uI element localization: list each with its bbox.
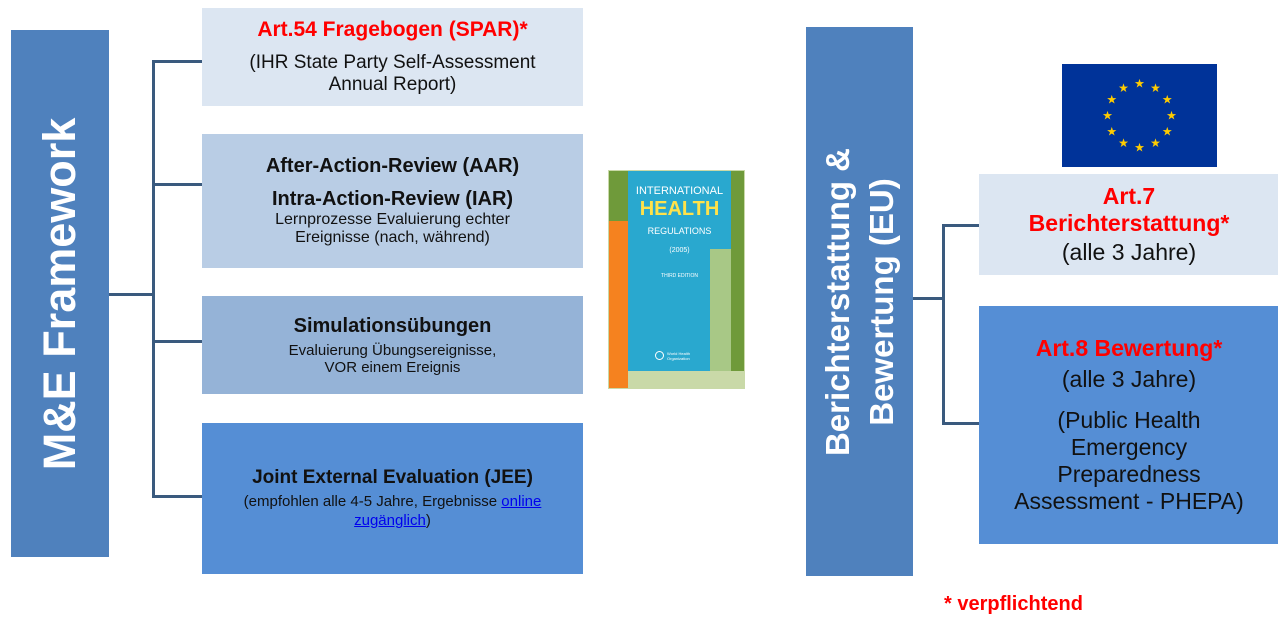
eu-star-icon: ★ [1118, 81, 1129, 95]
eu-star-icon: ★ [1134, 141, 1145, 155]
eu-star-icon: ★ [1106, 93, 1117, 107]
art8-line-3: Preparedness [1057, 461, 1201, 487]
eu-star-icon: ★ [1150, 136, 1161, 150]
mandatory-footnote: * verpflichtend [944, 593, 1083, 615]
spar-line-2: Annual Report) [328, 74, 457, 95]
art8-box: Art.8 Bewertung* (alle 3 Jahre) (Public … [979, 306, 1278, 544]
cover-publisher-line2: Organization [667, 356, 690, 361]
me-framework-bar: M&E Framework [11, 30, 109, 557]
eu-reporting-bar: Berichterstattung & Bewertung (EU) [806, 27, 913, 576]
eu-star-icon: ★ [1118, 136, 1129, 150]
eu-flag: ★★★★★★★★★★★★ [1062, 64, 1217, 167]
eu-reporting-title-line1: Berichterstattung & [818, 147, 856, 456]
simulation-line-1: Evaluierung Übungsereignisse, [288, 341, 497, 359]
simulation-title: Simulationsübungen [293, 314, 492, 337]
jee-description: (empfohlen alle 4-5 Jahre, Ergebnisse on… [244, 492, 542, 530]
simulation-box: Simulationsübungen Evaluierung Übungsere… [202, 296, 583, 394]
eu-star-icon: ★ [1162, 93, 1173, 107]
jee-zugaenglich-link[interactable]: zugänglich [354, 512, 426, 529]
eu-star-icon: ★ [1150, 81, 1161, 95]
spar-title: Art.54 Fragebogen (SPAR)* [257, 18, 528, 41]
art8-line-1: (Public Health [1057, 407, 1201, 433]
jee-box: Joint External Evaluation (JEE) (empfohl… [202, 423, 583, 574]
cover-light-green-panel [710, 249, 731, 371]
ihr-cover-image: INTERNATIONAL HEALTH REGULATIONS (2005) … [608, 170, 745, 389]
cover-title-line2: HEALTH [639, 198, 720, 220]
me-framework-title: M&E Framework [34, 117, 85, 470]
jee-title: Joint External Evaluation (JEE) [252, 467, 533, 488]
eu-star-icon: ★ [1106, 125, 1117, 139]
spar-box: Art.54 Fragebogen (SPAR)* (IHR State Par… [202, 8, 583, 106]
eu-star-icon: ★ [1166, 109, 1177, 123]
aar-line-2: Ereignisse (nach, während) [295, 229, 490, 246]
eu-star-icon: ★ [1162, 125, 1173, 139]
aar-iar-box: After-Action-Review (AAR) Intra-Action-R… [202, 134, 583, 268]
cover-publisher-line1: World Health [667, 351, 691, 356]
cover-title-line1: INTERNATIONAL [635, 185, 724, 197]
who-logo-icon [655, 351, 664, 360]
cover-title-line4: (2005) [669, 247, 690, 254]
jee-online-link[interactable]: online [501, 493, 542, 510]
art7-box: Art.7 Berichterstattung* (alle 3 Jahre) [979, 174, 1278, 275]
spar-line-1: (IHR State Party Self-Assessment [249, 52, 536, 73]
jee-text-after: ) [425, 512, 431, 529]
eu-reporting-title-line2: Bewertung (EU) [862, 177, 900, 426]
art8-line-2: Emergency [1070, 434, 1188, 460]
simulation-line-2: VOR einem Ereignis [324, 358, 461, 376]
jee-text-before: (empfohlen alle 4-5 Jahre, Ergebnisse [243, 493, 502, 510]
iar-title: Intra-Action-Review (IAR) [271, 188, 514, 210]
cover-title-line3: REGULATIONS [647, 226, 712, 236]
art7-title-line2: Berichterstattung* [1028, 210, 1230, 236]
art7-title-line1: Art.7 [1102, 183, 1156, 209]
cover-edition: THIRD EDITION [661, 273, 698, 279]
art8-subtitle: (alle 3 Jahre) [1061, 366, 1197, 392]
art7-subtitle: (alle 3 Jahre) [1061, 239, 1197, 265]
cover-bottom-strip [628, 371, 744, 388]
eu-reporting-title: Berichterstattung & Bewertung (EU) [816, 147, 904, 455]
aar-title: After-Action-Review (AAR) [265, 155, 520, 177]
aar-line-1: Lernprozesse Evaluierung echter [275, 211, 510, 228]
eu-star-icon: ★ [1134, 77, 1145, 91]
art8-title: Art.8 Bewertung* [1035, 335, 1223, 361]
art8-line-4: Assessment - PHEPA) [1014, 488, 1244, 514]
cover-stripe-right-dark [731, 171, 744, 388]
eu-star-icon: ★ [1102, 109, 1113, 123]
eu-stars-icon: ★★★★★★★★★★★★ [1102, 77, 1177, 155]
